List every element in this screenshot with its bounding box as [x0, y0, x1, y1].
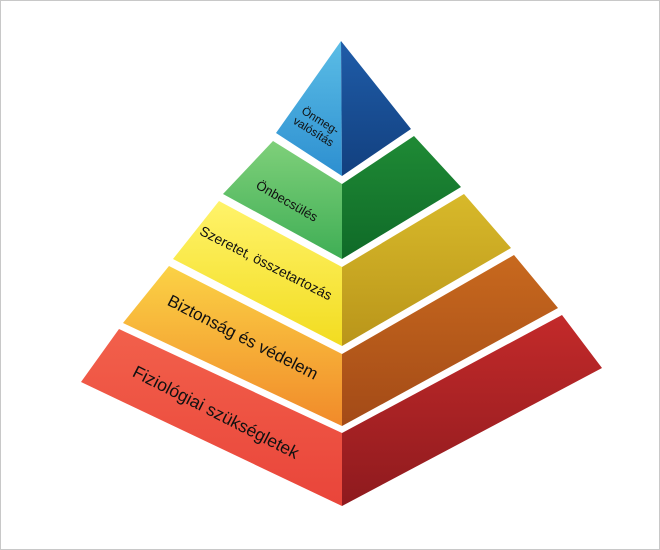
pyramid-tier-3: [173, 194, 511, 346]
pyramid-tier-5-front-face: [81, 329, 342, 506]
pyramid-tier-2-front-face: [223, 141, 342, 259]
pyramid-tier-1-front-face: [276, 41, 342, 176]
pyramid-tier-5-side-face: [342, 315, 602, 506]
pyramid-tier-1: [276, 41, 411, 176]
pyramid-tier-5: [81, 315, 602, 506]
pyramid-tier-3-front-face: [173, 201, 342, 346]
pyramid-tier-2: [223, 136, 461, 259]
pyramid-tier-4-front-face: [123, 266, 342, 426]
pyramid-tier-4: [123, 255, 558, 426]
pyramid-tier-4-side-face: [342, 255, 558, 426]
pyramid-tier-1-side-face: [341, 41, 411, 176]
pyramid-tier-2-side-face: [342, 136, 461, 259]
pyramid-tier-3-side-face: [342, 194, 511, 346]
